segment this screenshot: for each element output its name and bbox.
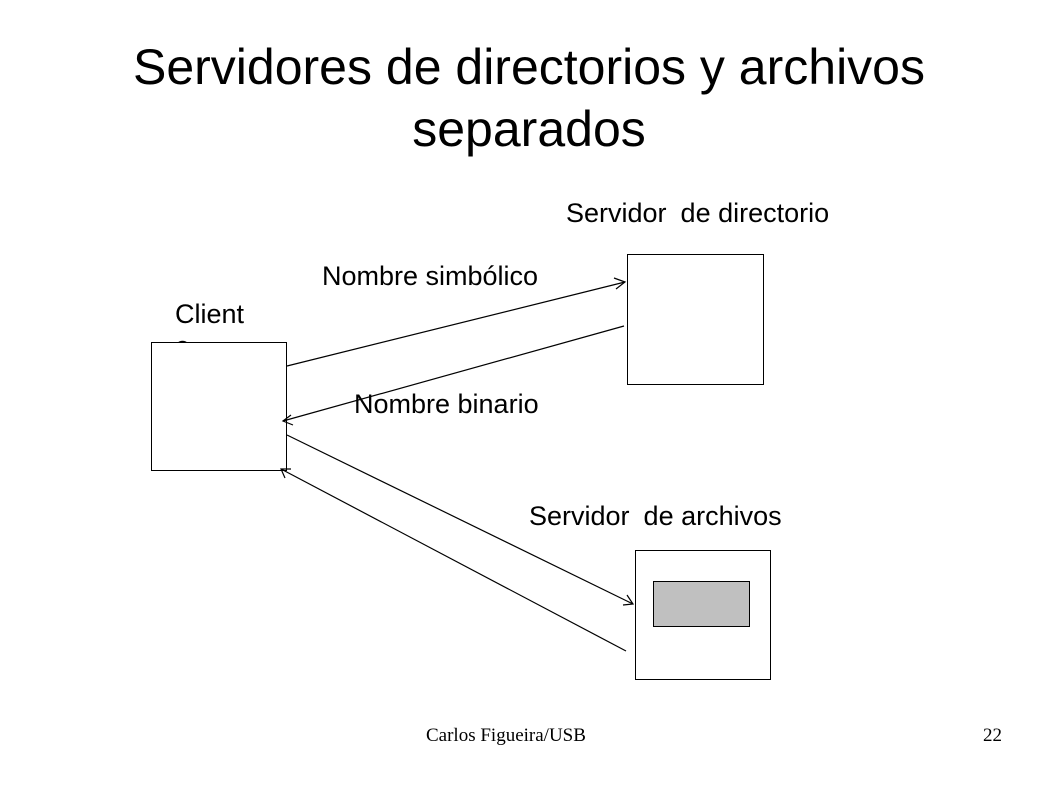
file-server-label: Servidor de archivos <box>529 500 782 532</box>
directory-server-box <box>627 254 764 385</box>
arrow-directory-to-client <box>282 325 625 422</box>
arrowhead-to-client-1 <box>281 414 294 426</box>
file-server-label-b: de archivos <box>643 501 782 531</box>
arrowhead-to-directory <box>613 277 627 290</box>
file-server-label-a: Servidor <box>529 501 630 531</box>
title-line-2: separados <box>412 101 646 157</box>
slide-title: Servidores de directorios y archivos sep… <box>0 36 1058 160</box>
title-line-1: Servidores de directorios y archivos <box>133 39 925 95</box>
directory-server-label: Servidor de directorio <box>566 197 829 229</box>
directory-server-label-b: de directorio <box>680 198 830 228</box>
directory-server-label-a: Servidor <box>566 198 667 228</box>
symbolic-name-label: Nombre simbólico <box>322 261 539 291</box>
footer-author: Carlos Figueira/USB <box>426 725 586 746</box>
client-box <box>151 342 287 471</box>
binary-name-label: Nombre binario <box>354 389 539 419</box>
arrow-file-server-to-client <box>280 468 627 652</box>
arrowhead-to-file-server <box>622 594 635 606</box>
arrow-client-to-file-server <box>286 434 634 605</box>
arrowhead-to-client-2 <box>280 468 291 479</box>
file-block <box>653 581 750 627</box>
arrow-client-to-directory <box>286 281 626 367</box>
client-label-line-1: Client <box>175 299 245 329</box>
page-number: 22 <box>983 725 1002 746</box>
file-server-box <box>635 550 771 680</box>
